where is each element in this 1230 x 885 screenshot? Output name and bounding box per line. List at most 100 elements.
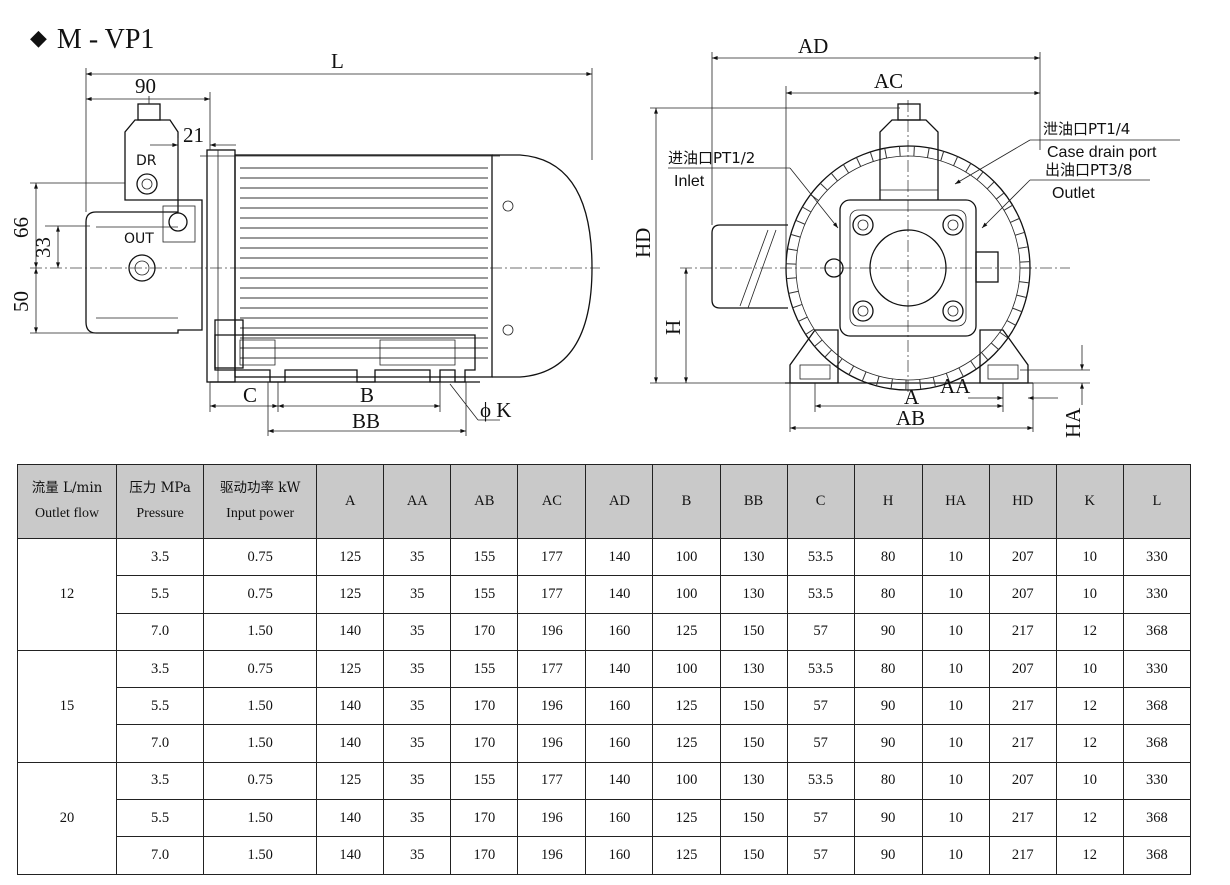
- radial-fin-line: [787, 248, 798, 251]
- table-cell: 1.50: [203, 687, 318, 726]
- table-cell: 90: [853, 799, 923, 838]
- table-cell: 177: [517, 575, 587, 614]
- header-cell: K: [1055, 464, 1124, 539]
- end-cap-bolt-lower-icon: [502, 324, 514, 336]
- table-cell: 125: [652, 612, 721, 651]
- table-cell: 177: [517, 649, 587, 689]
- table-cell: 35: [383, 761, 452, 801]
- table-cell: 10: [921, 575, 990, 614]
- radial-fin-line: [965, 163, 972, 173]
- table-cell: 330: [1122, 575, 1192, 614]
- header-cn-text: 驱动功率 kW: [220, 480, 301, 497]
- table-cell: 125: [652, 687, 721, 726]
- dim-label-l: L: [331, 49, 344, 73]
- table-cell: 1.50: [203, 724, 318, 763]
- table-cell: 170: [450, 687, 519, 726]
- table-cell: 57: [786, 724, 855, 763]
- dim-label-ac: AC: [874, 69, 903, 93]
- table-cell: 57: [786, 836, 855, 875]
- radial-fin-line: [1016, 294, 1027, 298]
- flange-bolt-tr-icon: [942, 214, 964, 236]
- table-cell: 10: [1055, 537, 1124, 577]
- header-cell: AB: [450, 464, 519, 539]
- table-cell: 177: [517, 761, 587, 801]
- dim-label-21: 21: [183, 123, 204, 147]
- header-cn-text: 压力 MPa: [129, 480, 191, 497]
- table-cell: 150: [719, 836, 788, 875]
- table-cell: 5.5: [116, 575, 205, 614]
- radial-fin-line: [1012, 307, 1023, 313]
- radial-fin-line: [869, 151, 874, 162]
- radial-fin-line: [824, 349, 832, 358]
- table-cell: 125: [652, 799, 721, 838]
- table-cell: 100: [652, 575, 721, 614]
- table-cell: 130: [719, 575, 788, 614]
- radial-fin-line: [805, 328, 815, 335]
- table-cell: 53.5: [786, 761, 855, 801]
- front-adjuster-block: [879, 119, 939, 200]
- flow-cell: 12: [16, 538, 118, 651]
- out-port-label: OUT: [124, 231, 154, 247]
- dim-label-ab: AB: [896, 406, 925, 430]
- table-cell: 90: [853, 612, 923, 651]
- header-en-text: Outlet flow: [34, 506, 100, 522]
- radial-fin-line: [1014, 231, 1025, 236]
- table-cell: 160: [585, 724, 654, 763]
- table-cell: 155: [450, 575, 519, 614]
- table-cell: 10: [921, 649, 990, 689]
- dimension-drawing: OUT DR L 90 21: [9, 34, 1180, 438]
- header-cell: L: [1122, 464, 1192, 539]
- radial-fin-line: [830, 172, 838, 182]
- table-cell: 177: [517, 537, 587, 577]
- radial-fin-line: [932, 377, 936, 387]
- table-cell: 155: [450, 761, 519, 801]
- table-cell: 1.50: [203, 836, 318, 875]
- header-cell: HD: [988, 464, 1057, 539]
- radial-fin-line: [981, 352, 989, 361]
- inlet-label-cn: 进油口PT1/2: [668, 149, 755, 167]
- table-cell: 10: [921, 761, 990, 801]
- table-cell: 90: [853, 724, 923, 763]
- dim-label-hd: HD: [631, 228, 655, 258]
- table-cell: 140: [585, 537, 654, 577]
- radial-fin-line: [1010, 217, 1020, 223]
- header-cell: BB: [719, 464, 788, 539]
- header-cell: AA: [383, 464, 452, 539]
- table-cell: 155: [450, 649, 519, 689]
- header-cn-text: 流量 L/min: [31, 480, 103, 497]
- table-cell: 217: [988, 799, 1057, 838]
- table-cell: 160: [585, 836, 654, 875]
- dim-label-ad: AD: [798, 34, 828, 58]
- table-cell: 207: [988, 575, 1057, 614]
- table-cell: 10: [921, 799, 990, 838]
- flow-cell: 15: [16, 649, 118, 763]
- side-view: OUT DR L 90 21: [9, 49, 600, 436]
- cooling-fins: [240, 167, 488, 359]
- radial-fin-line: [875, 376, 880, 386]
- dim-label-33: 33: [31, 237, 55, 258]
- radial-fin-line: [995, 192, 1005, 200]
- table-cell: 12: [1055, 687, 1124, 726]
- table-cell: 150: [719, 799, 788, 838]
- table-cell: 5.5: [116, 799, 205, 838]
- radial-fin-line: [790, 233, 801, 238]
- table-cell: 10: [921, 836, 990, 875]
- out-port-icon: [128, 254, 156, 282]
- table-cell: 140: [585, 761, 654, 801]
- radial-fin-line: [890, 378, 893, 389]
- table-cell: 90: [853, 836, 923, 875]
- flange-bolt-tl-icon: [852, 214, 874, 236]
- table-cell: 368: [1122, 799, 1192, 838]
- drain-label-en: Case drain port: [1047, 144, 1157, 161]
- radial-fin-line: [848, 365, 855, 375]
- dim-label-c: C: [243, 383, 257, 407]
- dr-port-label: DR: [136, 153, 157, 169]
- header-cell: H: [853, 464, 923, 539]
- table-cell: 330: [1122, 537, 1192, 577]
- table-cell: 35: [383, 687, 452, 726]
- radial-fin-line: [861, 371, 867, 382]
- radial-fin-line: [1018, 246, 1029, 250]
